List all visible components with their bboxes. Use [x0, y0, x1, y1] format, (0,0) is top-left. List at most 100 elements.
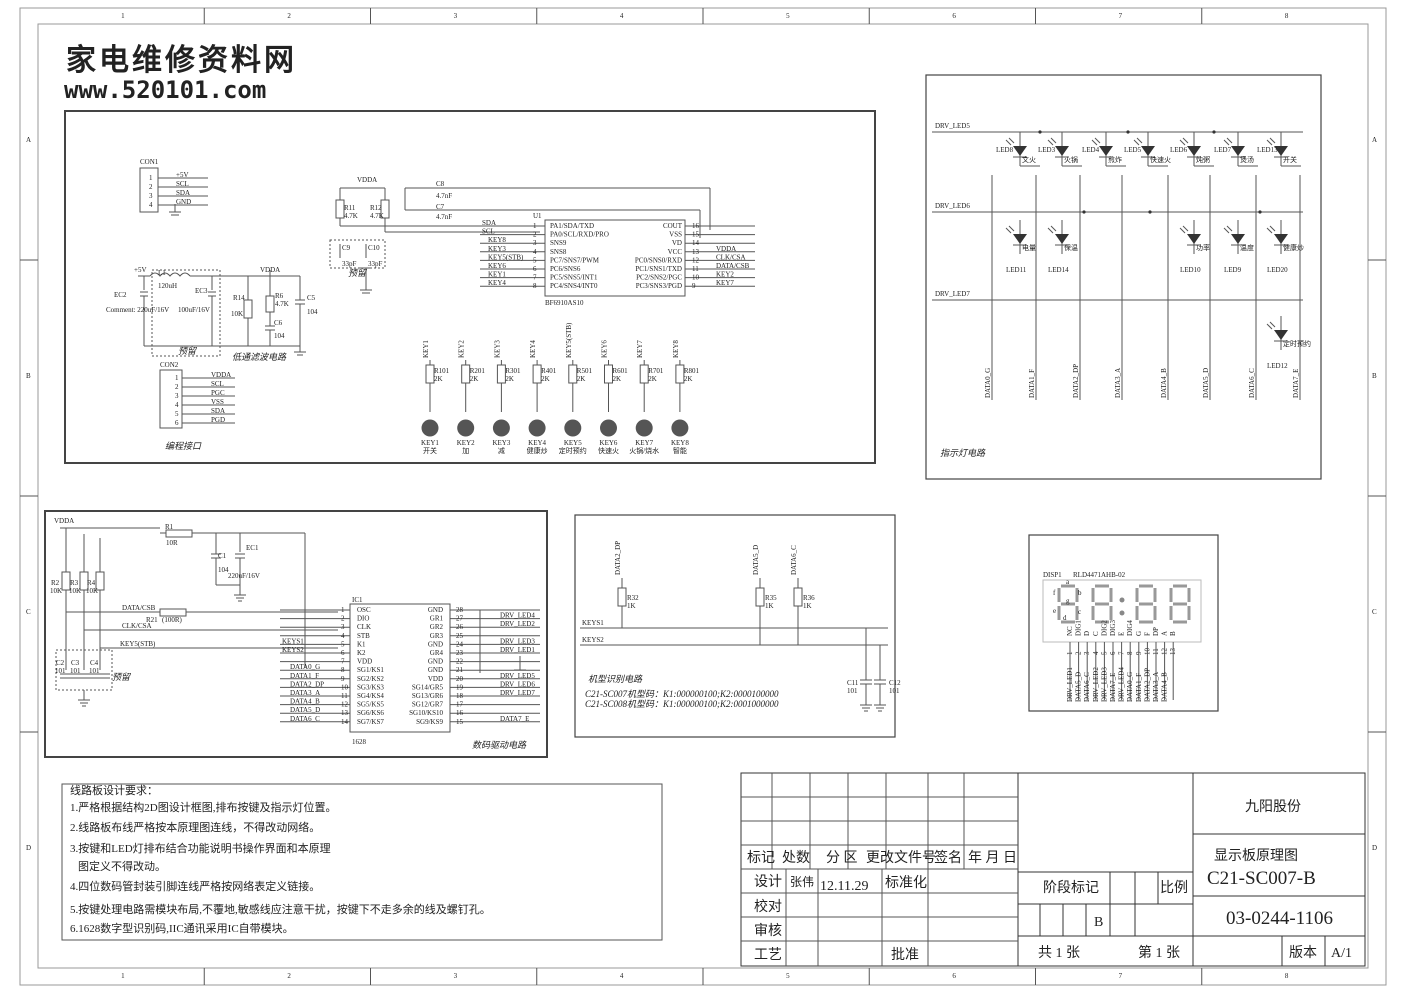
model-resistor-1: [755, 587, 765, 607]
key-label-6: KEY7: [635, 439, 653, 447]
frame-col-3: 3: [454, 12, 458, 20]
junction: [1212, 130, 1216, 134]
segment-letter-b: b: [1078, 589, 1082, 597]
disp-net-10: DATA3_A: [1152, 672, 1160, 702]
con2-signal-4: SDA: [211, 407, 225, 415]
c7-ref: C7: [436, 203, 445, 211]
led-ref-LED10: LED10: [1180, 266, 1201, 274]
touch-key-pad-6: [635, 419, 653, 437]
disp-pin-name-9: F: [1143, 632, 1151, 636]
u1-pin-7: 7: [533, 274, 537, 282]
led-diode-r23: [1231, 234, 1245, 244]
u1-pin-name-8: PC4/SNS4/INT0: [550, 282, 598, 290]
con2-ref: CON2: [160, 361, 179, 369]
ic1-pin-9: 9: [341, 675, 345, 683]
model-res-val-1: 1K: [765, 602, 774, 610]
led-fn-LED7: 煲汤: [1240, 155, 1254, 164]
ic1-pin-10: 10: [341, 683, 349, 691]
key-net-7: KEY8: [672, 340, 680, 358]
model-res-val-0: 1K: [627, 602, 636, 610]
led-data-net-DATA5_D: DATA5_D: [1202, 368, 1210, 398]
con1-pin-4: 4: [149, 201, 153, 209]
con2-pin-2: 2: [175, 383, 179, 391]
key-res-ref-7: R801: [684, 367, 700, 375]
u1-pin-1: 1: [533, 222, 537, 230]
led-ray: [1050, 137, 1057, 144]
ic1-pin-name-19: SG14/GR5: [412, 683, 444, 691]
frame-row-right-C: C: [1372, 608, 1377, 616]
key-resistor-2: [496, 364, 506, 384]
disp1-ref: DISP1: [1043, 571, 1062, 579]
ic1-pin-21: 21: [456, 666, 464, 674]
u1-pin-6: 6: [533, 265, 537, 273]
model-block-frame: [574, 514, 896, 738]
u1-net-2: SCL: [482, 228, 495, 236]
c8-val: 4.7nF: [436, 192, 452, 200]
ic1-net-15: DATA7_E: [500, 715, 529, 723]
ic1-pin-20: 20: [456, 675, 464, 683]
led-ref-LED6: LED6: [1170, 146, 1188, 154]
r11-val: 4.7K: [344, 212, 358, 220]
led-diode-r16: [1274, 146, 1288, 156]
c12-val: 101: [889, 687, 900, 695]
led-ref-LED3: LED3: [1038, 146, 1056, 154]
led-data-net-DATA4_B: DATA4_B: [1160, 368, 1168, 398]
u1-part: BF6910AS10: [545, 299, 584, 307]
u1-pin-10: 10: [692, 274, 700, 282]
version-value: A/1: [1331, 946, 1352, 961]
u1-pin-name-1: PA1/SDA/TXD: [550, 222, 594, 230]
disp-net-8: DATA1_F: [1135, 673, 1143, 702]
c1-ref: C1: [218, 552, 227, 560]
led-ray: [1050, 225, 1057, 232]
key-function-5: 快速火: [598, 446, 619, 455]
ic1-net-18: DRV_LED7: [500, 689, 535, 697]
key-function-2: 减: [498, 446, 505, 455]
frame-row-B: B: [26, 372, 31, 380]
ic1-pin-18: 18: [456, 692, 464, 700]
led-diode-r20: [1013, 234, 1027, 244]
led-ref-LED7: LED7: [1214, 146, 1232, 154]
c7-val: 4.7nF: [436, 213, 452, 221]
r4-ref: R4: [87, 579, 96, 587]
key5stb-net: KEY5(STB): [120, 640, 156, 648]
disp-pin-name-10: DP: [1152, 627, 1160, 636]
u1-net-6: KEY6: [488, 262, 506, 270]
model-resistor-0: [617, 587, 627, 607]
led-ray: [1182, 225, 1189, 232]
u1-pin-name-12: PC0/SNS0/RXD: [635, 256, 682, 264]
model-resistor-2: [793, 587, 803, 607]
r21-val: (100R): [162, 616, 183, 624]
u1-pin-name-13: VCC: [668, 248, 683, 256]
watermark-title: 家电维修资料网: [66, 43, 297, 78]
key-label-3: KEY4: [528, 439, 546, 447]
led-ref-LED9: LED9: [1224, 266, 1242, 274]
led-fn-LED14: 保温: [1064, 243, 1078, 252]
junction: [1082, 210, 1086, 214]
con1-signal-1: SCL: [176, 180, 189, 188]
c3-ref: C3: [71, 659, 80, 667]
note-5: 5.按键处理电路需模块布局,不覆地,敏感线应注意干扰，按键下不走多余的线及螺钉孔…: [70, 902, 491, 916]
display-block-frame: [1028, 534, 1219, 712]
disp-pin-name-3: C: [1092, 631, 1100, 636]
led-diode-r11: [1055, 146, 1069, 156]
c2-val: 101: [55, 667, 66, 675]
disp-pin-name-2: D: [1083, 631, 1091, 636]
driver-reserve-note: 预留: [112, 672, 132, 682]
u1-ref: U1: [533, 212, 542, 220]
prog-caption: 编程接口: [165, 441, 202, 451]
led-ray: [1047, 227, 1054, 234]
key-net-0: KEY1: [422, 340, 430, 358]
frame-col-bottom-4: 4: [620, 972, 624, 980]
ic1-pin-name-13: SG6/KS6: [357, 709, 384, 717]
led-ray: [1179, 139, 1186, 146]
ic1-pin-name-5: K1: [357, 640, 366, 648]
ic1-net-23: DRV_LED1: [500, 646, 535, 654]
u1-pin-14: 14: [692, 239, 700, 247]
ic1-pin-5: 5: [341, 640, 345, 648]
c3-val: 101: [70, 667, 81, 675]
u1-pin-13: 13: [692, 248, 700, 256]
